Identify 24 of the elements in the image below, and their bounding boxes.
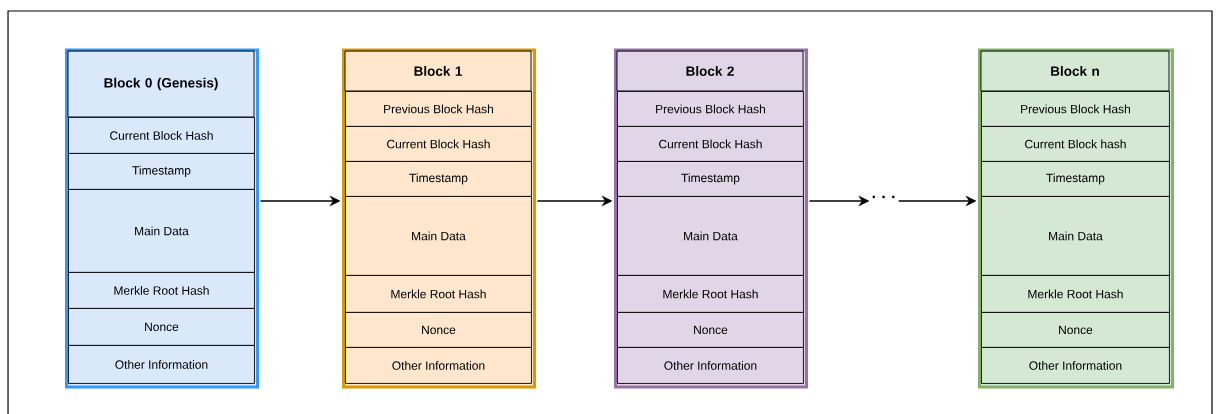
field-cell: Previous Block Hash: [345, 91, 532, 127]
field-cell: Timestamp: [345, 161, 532, 197]
field-cell: Nonce: [68, 308, 255, 346]
field-cell: Current Block Hash: [68, 117, 255, 154]
field-cell: Other Information: [68, 345, 255, 384]
field-cell: Other Information: [617, 347, 804, 384]
ellipsis: · · ·: [872, 195, 895, 199]
field-cell: Merkle Root Hash: [345, 275, 532, 313]
field-cell: Current Block Hash: [345, 126, 532, 162]
field-cell: Nonce: [617, 312, 804, 348]
field-cell: Nonce: [981, 312, 1170, 348]
field-cell: Nonce: [345, 312, 532, 348]
field-cell: Timestamp: [981, 161, 1170, 197]
field-cell: Current Block Hash: [617, 126, 804, 162]
field-cell: Timestamp: [617, 161, 804, 197]
field-cell: Current Block hash: [981, 126, 1170, 162]
field-cell: Timestamp: [68, 153, 255, 190]
field-cell: Previous Block Hash: [981, 91, 1170, 127]
field-cell: Other Information: [345, 347, 532, 384]
field-cell: Merkle Root Hash: [68, 272, 255, 309]
field-cell: Other Information: [981, 347, 1170, 384]
field-cell: Previous Block Hash: [617, 91, 804, 127]
field-cell: Merkle Root Hash: [981, 275, 1170, 313]
field-cell: Merkle Root Hash: [617, 275, 804, 313]
